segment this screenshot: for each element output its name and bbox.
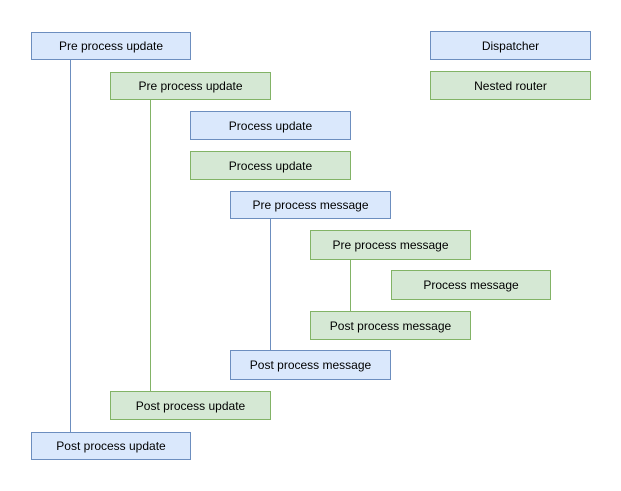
diagram-box-label: Process message — [423, 278, 519, 292]
diagram-box: Post process message — [310, 311, 471, 340]
diagram-box-label: Process update — [228, 158, 313, 173]
nested-router-connector-line — [350, 260, 351, 311]
diagram-box: Post process update — [31, 432, 191, 460]
diagram-box: Process update — [190, 151, 351, 180]
dispatcher-connector-line — [70, 60, 71, 432]
diagram-box-label: Pre process update — [58, 39, 164, 53]
diagram-box-label: Post process message — [329, 318, 452, 333]
diagram-box-label: Pre process update — [138, 79, 243, 93]
diagram-box-label: Post process message — [249, 358, 372, 372]
legend-item: Nested router — [430, 71, 591, 100]
diagram-box: Post process update — [110, 391, 271, 420]
diagram-box: Pre process update — [31, 32, 191, 60]
diagram-box-label: Pre process message — [252, 198, 369, 212]
diagram-box-label: Post process update — [135, 398, 246, 413]
legend-item-label: Nested router — [474, 78, 547, 93]
diagram-box: Process update — [190, 111, 351, 140]
diagram-box-label: Pre process message — [332, 238, 449, 252]
legend-item-label: Dispatcher — [481, 38, 540, 53]
diagram-box: Pre process update — [110, 72, 271, 100]
diagram-box: Pre process message — [230, 191, 391, 219]
diagram-box: Post process message — [230, 350, 391, 380]
diagram-box-label: Post process update — [56, 439, 166, 453]
diagram-box: Process message — [391, 270, 551, 300]
nested-router-connector-line — [150, 100, 151, 391]
diagram-box-label: Process update — [228, 118, 313, 133]
dispatcher-connector-line — [270, 219, 271, 350]
legend-item: Dispatcher — [430, 31, 591, 60]
diagram-box: Pre process message — [310, 230, 471, 260]
